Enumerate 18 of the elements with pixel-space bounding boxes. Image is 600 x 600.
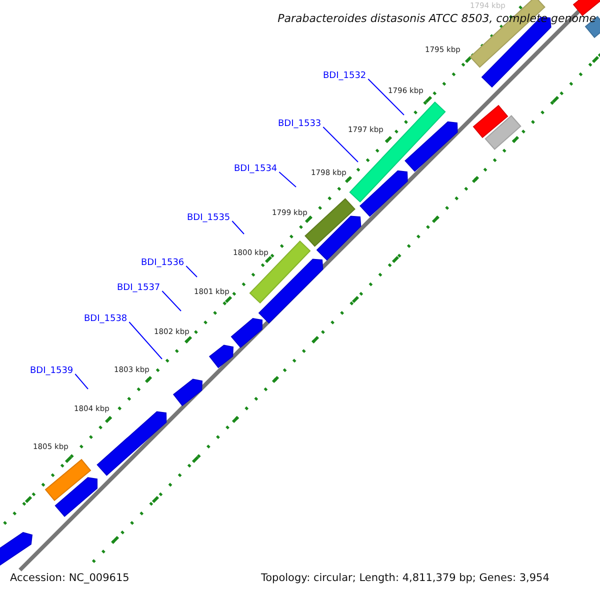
gene-label: BDI_1538	[84, 315, 128, 324]
leader-line	[74, 374, 88, 390]
gene-label: BDI_1539	[30, 367, 74, 376]
gene-label: BDI_1532	[323, 72, 366, 81]
leader-line	[186, 266, 198, 278]
leader-line	[322, 126, 358, 162]
gene-label: BDI_1536	[141, 259, 184, 268]
leader-line	[232, 220, 244, 234]
info-text: Accession: NC_009615	[10, 573, 130, 584]
leader-line	[162, 290, 182, 312]
info-text: Topology: circular; Length: 4,811,379 bp; Genes: 3,954	[261, 573, 550, 584]
gene-label: BDI_1535	[187, 214, 230, 223]
gene-label: BDI_1533	[278, 120, 322, 129]
leader-line	[278, 172, 296, 188]
gene-label: BDI_1537	[117, 284, 160, 293]
leader-line	[128, 322, 162, 360]
gene-label: BDI_1534	[234, 165, 278, 174]
leader-line	[368, 78, 404, 116]
